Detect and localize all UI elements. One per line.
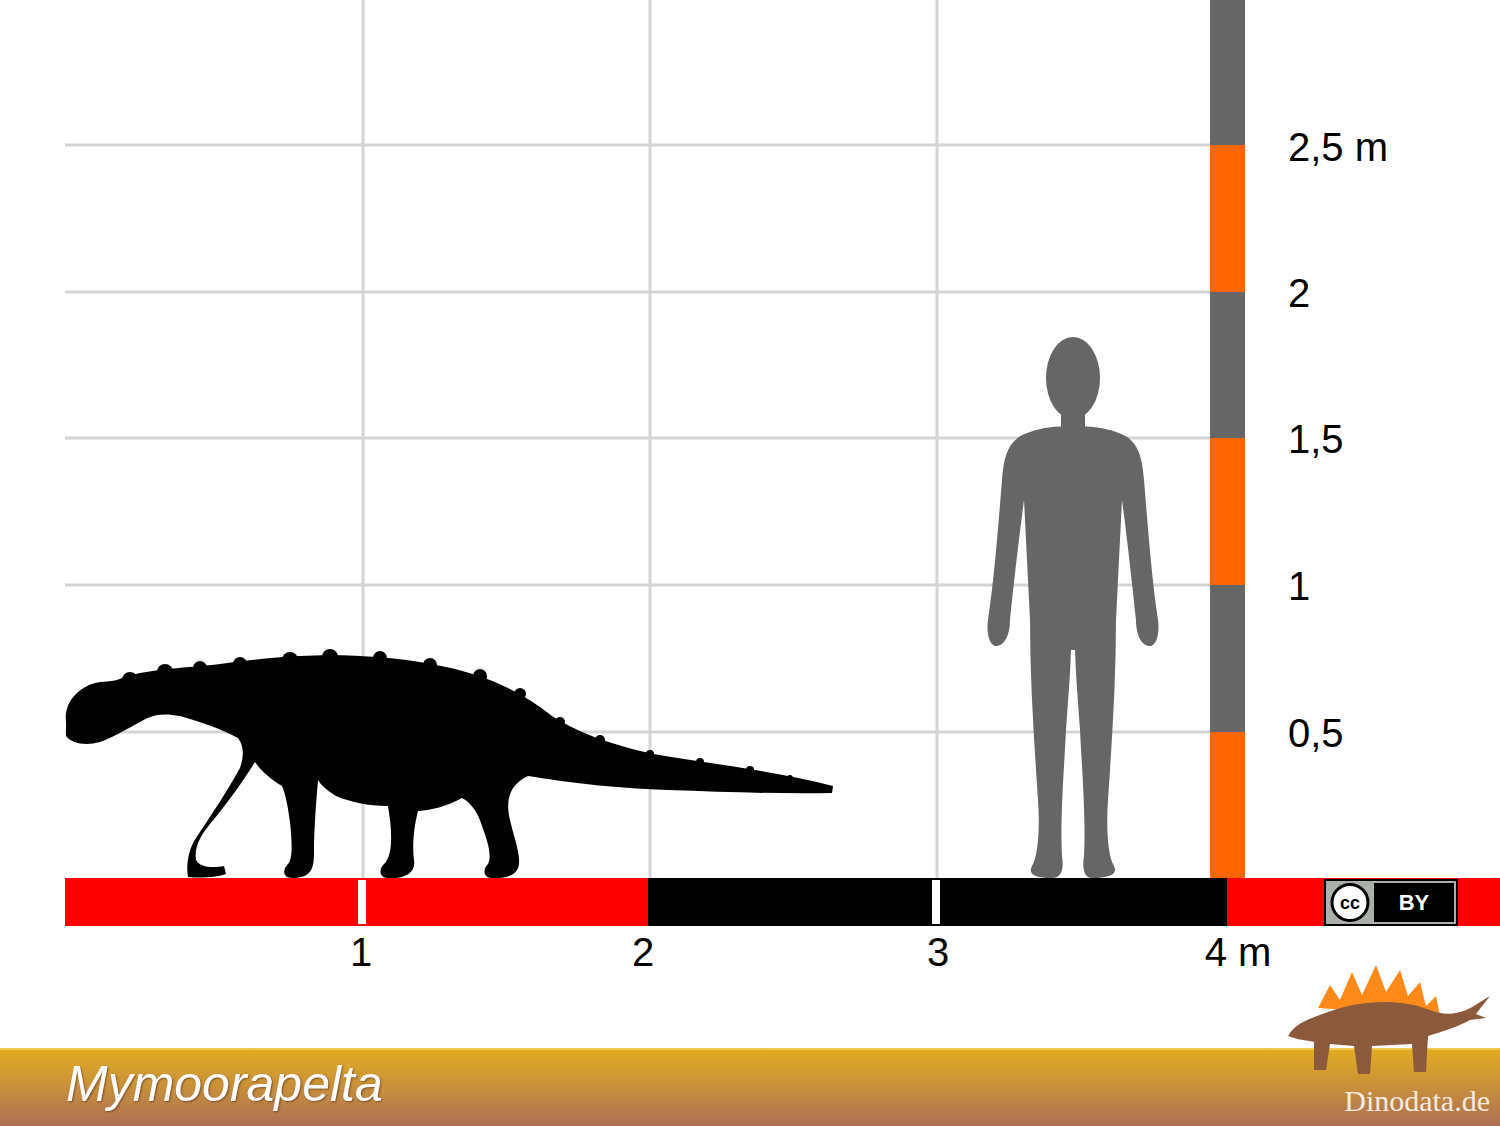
watermark: Dinodata.de (1344, 1086, 1490, 1116)
height-tick-label: 2,5 m (1288, 127, 1388, 167)
length-scale-bar (65, 878, 1500, 926)
height-tick-label: 2 (1288, 273, 1310, 313)
cc-by-badge (1325, 880, 1457, 925)
height-tick-label: 1,5 (1288, 419, 1344, 459)
length-tick-label: 1 (350, 932, 372, 972)
chart-title: Mymoorapelta (66, 1059, 383, 1109)
grid (65, 0, 1210, 878)
length-tick-label: 4 m (1205, 932, 1272, 972)
dinosaur-silhouette (66, 655, 833, 878)
length-tick-label: 2 (632, 932, 654, 972)
license-text: BY (1399, 892, 1430, 914)
license-symbol: cc (1340, 894, 1360, 912)
height-tick-label: 0,5 (1288, 713, 1344, 753)
height-scale-bar (1210, 0, 1245, 878)
title-banner (0, 1048, 1500, 1126)
human-silhouette (987, 337, 1158, 878)
stegosaur-logo (1288, 965, 1490, 1074)
length-tick-label: 3 (927, 932, 949, 972)
height-tick-label: 1 (1288, 566, 1310, 606)
dinosaur-armor-bumps (122, 649, 793, 781)
banner-highlight (0, 1048, 1500, 1050)
